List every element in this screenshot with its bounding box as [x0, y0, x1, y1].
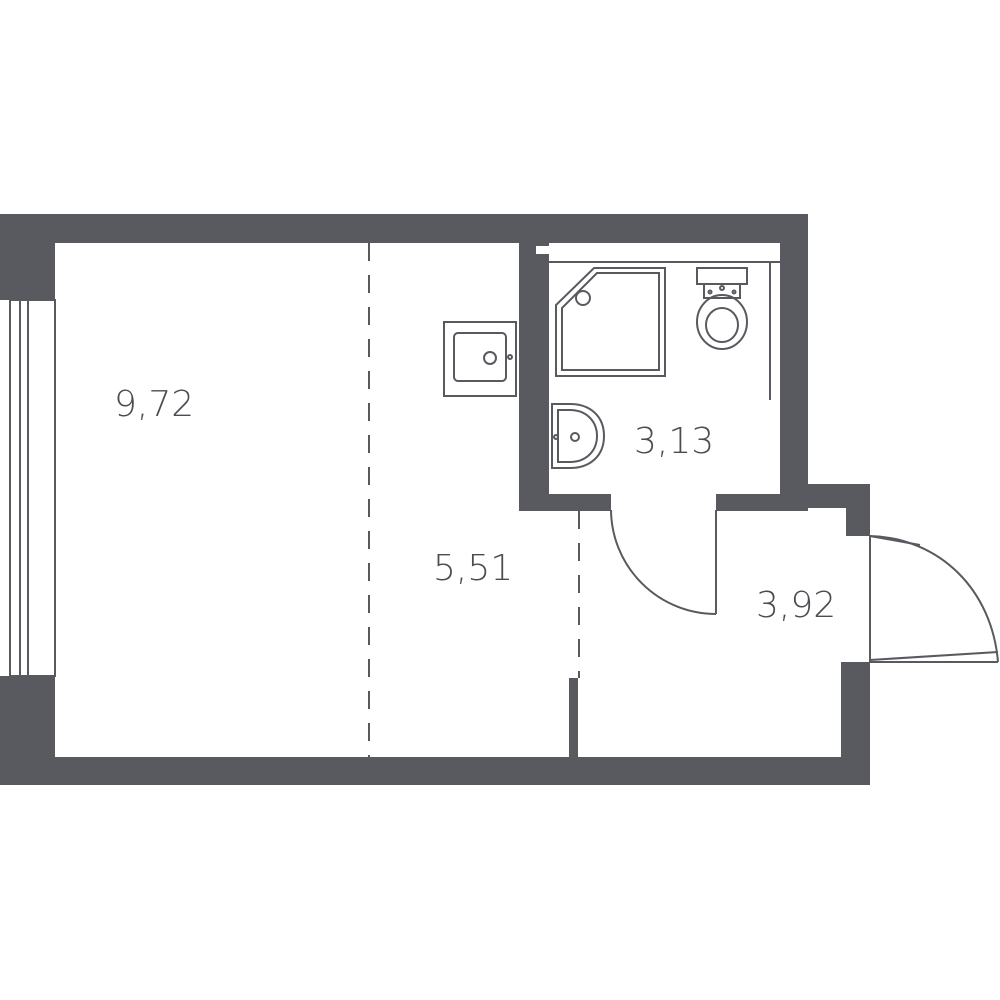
bath-wall-detail [536, 246, 779, 406]
bathroom-door [610, 509, 717, 615]
wall-entrance-jamb-top [846, 484, 870, 536]
wall-bath-bottom-left [519, 494, 611, 511]
toilet-icon [696, 267, 748, 350]
area-label-bathroom: 3,13 [634, 421, 714, 462]
wall-right-upper [780, 214, 808, 508]
area-label-hallway: 3,92 [756, 585, 836, 626]
zone-dividers [368, 243, 580, 757]
wall-bath-bottom-right [716, 494, 808, 511]
wall-top [0, 214, 808, 243]
wall-bath-left [519, 243, 549, 511]
shower-tray-icon [555, 267, 666, 377]
walls [0, 214, 870, 785]
wall-left-upper [0, 214, 55, 300]
entrance-door [869, 535, 999, 663]
wall-left-lower [0, 676, 55, 785]
wall-entrance-jamb-bottom [841, 662, 870, 785]
washbasin-icon [551, 403, 606, 469]
wall-stub [569, 678, 578, 757]
wall-bottom [0, 757, 870, 785]
bath-wall-lines [549, 261, 780, 400]
kitchen-sink-icon [443, 321, 517, 397]
area-label-kitchen: 5,51 [433, 548, 513, 589]
area-label-living: 9,72 [114, 384, 194, 425]
window [9, 299, 56, 677]
